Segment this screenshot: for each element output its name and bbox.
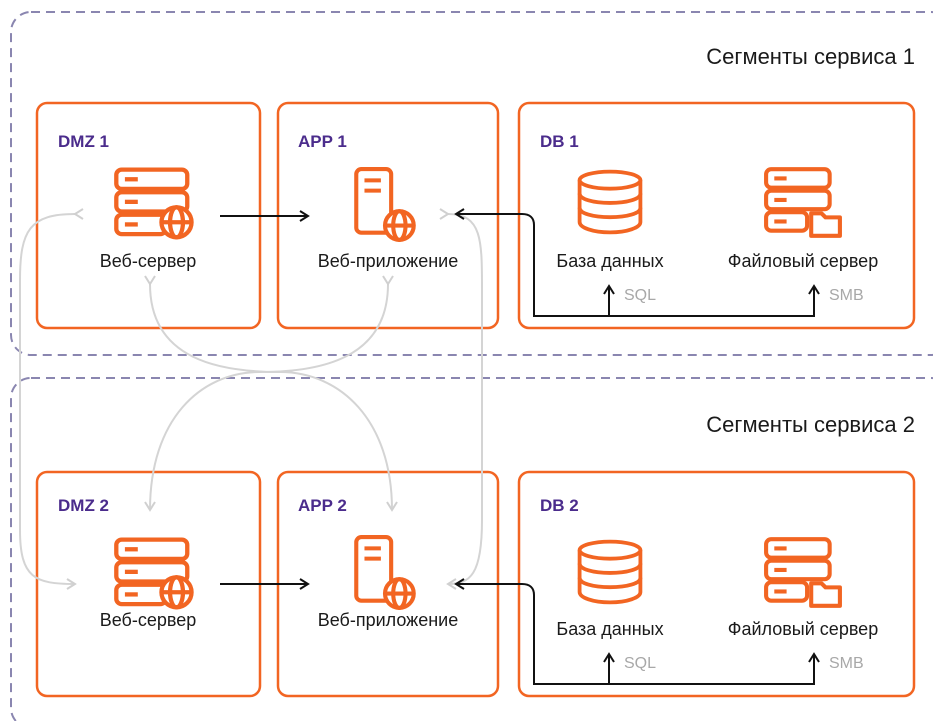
smb-protocol-label: SMB bbox=[829, 287, 864, 304]
web-app-label: Веб-приложение bbox=[317, 251, 459, 271]
zone-dmz-1-title: DMZ 1 bbox=[58, 132, 109, 151]
sql-protocol-label: SQL bbox=[624, 287, 657, 304]
web-server-label: Веб-сервер bbox=[99, 251, 197, 271]
zone-db-2-title: DB 2 bbox=[540, 496, 579, 515]
arrow-db-to-app-1 bbox=[454, 208, 815, 317]
smb-protocol-label: SMB bbox=[829, 655, 864, 672]
file-server-label: Файловый сервер bbox=[727, 619, 879, 639]
sql-protocol-label: SQL bbox=[624, 655, 657, 672]
grey-link-dmz1-dmz2 bbox=[19, 208, 84, 590]
database-label: База данных bbox=[556, 251, 664, 271]
segment-1-title: Сегменты сервиса 1 bbox=[706, 44, 915, 69]
zone-db-1-title: DB 1 bbox=[540, 132, 579, 151]
file-server-label: Файловый сервер bbox=[727, 251, 879, 271]
grey-link-app1-dmz2 bbox=[144, 275, 394, 512]
arrow-db-to-app-2 bbox=[454, 578, 815, 685]
zone-app-2-title: APP 2 bbox=[298, 496, 347, 515]
web-app-label: Веб-приложение bbox=[317, 610, 459, 630]
web-server-label: Веб-сервер bbox=[99, 610, 197, 630]
database-label: База данных bbox=[556, 619, 664, 639]
zone-dmz-2-title: DMZ 2 bbox=[58, 496, 109, 515]
zone-db-1-box bbox=[517, 101, 916, 330]
grey-link-app1-app2 bbox=[439, 208, 483, 590]
segment-2-title: Сегменты сервиса 2 bbox=[706, 412, 915, 437]
zone-app-1-title: APP 1 bbox=[298, 132, 347, 151]
